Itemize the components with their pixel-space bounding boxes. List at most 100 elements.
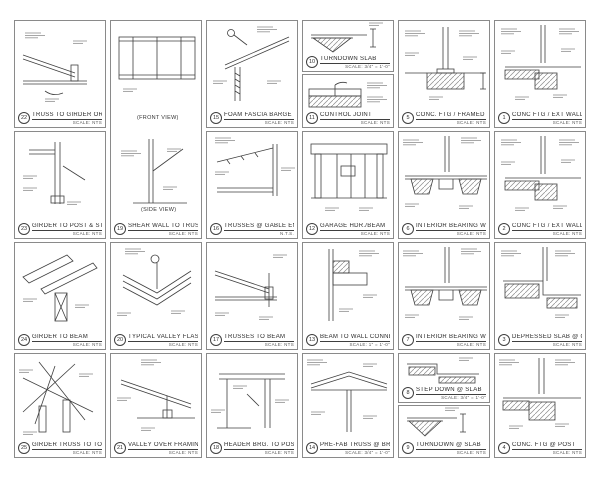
- detail-panel-25: 25 GIRDER TRUSS TO TOP PLATE SCALE: NTS: [14, 353, 106, 458]
- detail-caption: 8 STEP DOWN @ SLAB SCALE: 3/4" = 1'-0": [402, 386, 486, 400]
- detail-scale: SCALE: NTS: [72, 450, 102, 455]
- front-view-label: (FRONT VIEW): [137, 115, 179, 121]
- detail-title: GIRDER TO POST & STEM: [32, 223, 102, 231]
- detail-panel-15: 15 FOAM FASCIA BARGE SCALE: NTS: [206, 20, 298, 128]
- detail-title: GARAGE HDR./BEAM: [320, 223, 390, 231]
- detail-title: GIRDER TO BEAM: [32, 334, 102, 342]
- detail-number-bubble: 1: [498, 111, 510, 124]
- detail-title: BEAM TO WALL CONNECTION: [320, 333, 390, 342]
- detail-sketch: [402, 247, 487, 320]
- detail-scale: SCALE: NTS: [456, 342, 486, 347]
- detail-number-bubble: 9: [402, 441, 414, 454]
- detail-panel-7: 7 INTERIOR BEARING WALL SCALE: NTS: [398, 242, 490, 350]
- detail-sketch: [500, 136, 581, 211]
- detail-panel-14: 14 PRE-FAB TRUSS @ BRG WALL SCALE: 3/4" …: [302, 353, 394, 458]
- detail-number-bubble: 5: [402, 111, 414, 124]
- detail-caption: 21 VALLEY OVER FRAMING @ ROOF SCALE: NTS: [114, 441, 198, 455]
- detail-sketch: [500, 247, 581, 318]
- detail-caption: 22 TRUSS TO GIRDER OR BEAM SCALE: NTS: [18, 111, 102, 125]
- detail-panel-8: 8 STEP DOWN @ SLAB SCALE: 3/4" = 1'-0": [398, 353, 490, 403]
- detail-number-bubble: 4: [498, 441, 510, 454]
- detail-scale: SCALE: NTS: [264, 450, 294, 455]
- detail-number-bubble: 18: [210, 441, 222, 454]
- detail-title: VALLEY OVER FRAMING @ ROOF: [128, 442, 198, 450]
- detail-caption: 3 DEPRESSED SLAB @ OPENING SCALE: NTS: [498, 333, 582, 347]
- detail-caption: 19 SHEAR WALL TO TRUSSES SCALE: NTS: [114, 222, 198, 236]
- detail-sketch: [328, 249, 380, 321]
- detail-scale: SCALE: NTS: [456, 120, 486, 125]
- detail-panel-17: 17 TRUSSES TO BEAM SCALE: NTS: [206, 242, 298, 350]
- detail-caption: 1 CONC FTG / EXT WALL SCALE: NTS: [498, 111, 582, 125]
- detail-sketch: [22, 32, 88, 102]
- detail-number-bubble: 8: [402, 386, 414, 399]
- detail-sketch: [116, 248, 192, 316]
- detail-panel-2: 2 CONC FTG / EXT WALL SCALE: NTS: [494, 131, 586, 239]
- detail-title: CONTROL JOINT: [320, 112, 390, 120]
- detail-sketch: [308, 81, 388, 108]
- detail-scale: SCALE: NTS: [456, 231, 486, 236]
- detail-number-bubble: 21: [114, 441, 126, 454]
- detail-panel-12: 12 GARAGE HDR./BEAM SCALE: NTS: [302, 131, 394, 239]
- detail-scale: SCALE: 3/4" = 1'-0": [345, 64, 390, 69]
- detail-caption: 14 PRE-FAB TRUSS @ BRG WALL SCALE: 3/4" …: [306, 441, 390, 455]
- detail-number-bubble: 12: [306, 222, 318, 235]
- detail-scale: SCALE: NTS: [168, 450, 198, 455]
- detail-panel-19: (FRONT VIEW) (SIDE VIEW) 19 SHEAR WALL T…: [110, 20, 202, 239]
- detail-sketch: [116, 359, 195, 431]
- detail-number-bubble: 15: [210, 111, 222, 124]
- detail-sketch: [402, 136, 487, 209]
- detail-title: DEPRESSED SLAB @ OPENING: [512, 334, 582, 342]
- detail-caption: 23 GIRDER TO POST & STEM SCALE: NTS: [18, 222, 102, 236]
- detail-number-bubble: 3: [498, 333, 510, 346]
- detail-scale: SCALE: NTS: [168, 231, 198, 236]
- detail-panel-4: 4 CONC. FTG @ POST SCALE: NTS: [494, 353, 586, 458]
- detail-caption: 2 CONC FTG / EXT WALL SCALE: NTS: [498, 222, 582, 236]
- detail-panel-23: 23 GIRDER TO POST & STEM SCALE: NTS: [14, 131, 106, 239]
- detail-title: TRUSS TO GIRDER OR BEAM: [32, 112, 102, 120]
- detail-caption: 5 CONC. FTG / FRAMED COLUMN SCALE: NTS: [402, 111, 486, 125]
- detail-sketch: [404, 27, 486, 100]
- detail-number-bubble: 7: [402, 333, 414, 346]
- detail-title: GIRDER TRUSS TO TOP PLATE: [32, 441, 102, 450]
- detail-number-bubble: 19: [114, 222, 126, 235]
- detail-panel-16: 16 TRUSSES @ GABLE END N.T.S.: [206, 131, 298, 239]
- detail-number-bubble: 20: [114, 333, 126, 346]
- detail-title: TYPICAL VALLEY FLASHING: [128, 333, 198, 342]
- detail-title: TRUSSES @ GABLE END: [224, 222, 294, 231]
- detail-panel-6: 6 INTERIOR BEARING WALL SCALE: NTS: [398, 131, 490, 239]
- detail-sketch: [118, 36, 196, 204]
- detail-caption: 16 TRUSSES @ GABLE END N.T.S.: [210, 222, 294, 236]
- detail-title: INTERIOR BEARING WALL: [416, 333, 486, 342]
- detail-caption: 4 CONC. FTG @ POST SCALE: NTS: [498, 441, 582, 455]
- detail-scale: SCALE: NTS: [456, 450, 486, 455]
- detail-number-bubble: 14: [306, 441, 318, 454]
- detail-scale: SCALE: 3/4" = 1'-0": [345, 450, 390, 455]
- detail-panel-21: 21 VALLEY OVER FRAMING @ ROOF SCALE: NTS: [110, 353, 202, 458]
- detail-title: HEADER BRG. TO POST: [224, 441, 294, 450]
- detail-scale: SCALE: NTS: [72, 342, 102, 347]
- detail-scale: SCALE: NTS: [168, 342, 198, 347]
- detail-title: CONC. FTG / FRAMED COLUMN: [416, 111, 486, 120]
- detail-number-bubble: 23: [18, 222, 30, 235]
- detail-sketch: [498, 358, 581, 429]
- detail-scale: SCALE: NTS: [552, 450, 582, 455]
- detail-sketch: [500, 25, 581, 100]
- detail-caption: 12 GARAGE HDR./BEAM SCALE: NTS: [306, 222, 390, 236]
- detail-caption: 17 TRUSSES TO BEAM SCALE: NTS: [210, 333, 294, 347]
- detail-title: TURNDOWN SLAB: [320, 56, 390, 64]
- detail-title: INTERIOR BEARING WALL: [416, 222, 486, 231]
- detail-number-bubble: 17: [210, 333, 222, 346]
- detail-panel-11: 11 CONTROL JOINT SCALE: NTS: [302, 74, 394, 128]
- detail-sketch: [210, 373, 290, 429]
- detail-caption: 13 BEAM TO WALL CONNECTION SCALE: 1" = 1…: [306, 333, 390, 347]
- detail-title: CONC. FTG @ POST: [512, 442, 582, 450]
- detail-number-bubble: 6: [402, 222, 414, 235]
- detail-title: TURNDOWN @ SLAB: [416, 442, 486, 450]
- detail-title: PRE-FAB TRUSS @ BRG WALL: [320, 442, 390, 450]
- detail-panel-5: 5 CONC. FTG / FRAMED COLUMN SCALE: NTS: [398, 20, 490, 128]
- detail-title: CONC FTG / EXT WALL: [512, 111, 582, 120]
- detail-sketch: [212, 26, 290, 101]
- detail-sketch: [311, 22, 384, 53]
- detail-number-bubble: 11: [306, 111, 318, 124]
